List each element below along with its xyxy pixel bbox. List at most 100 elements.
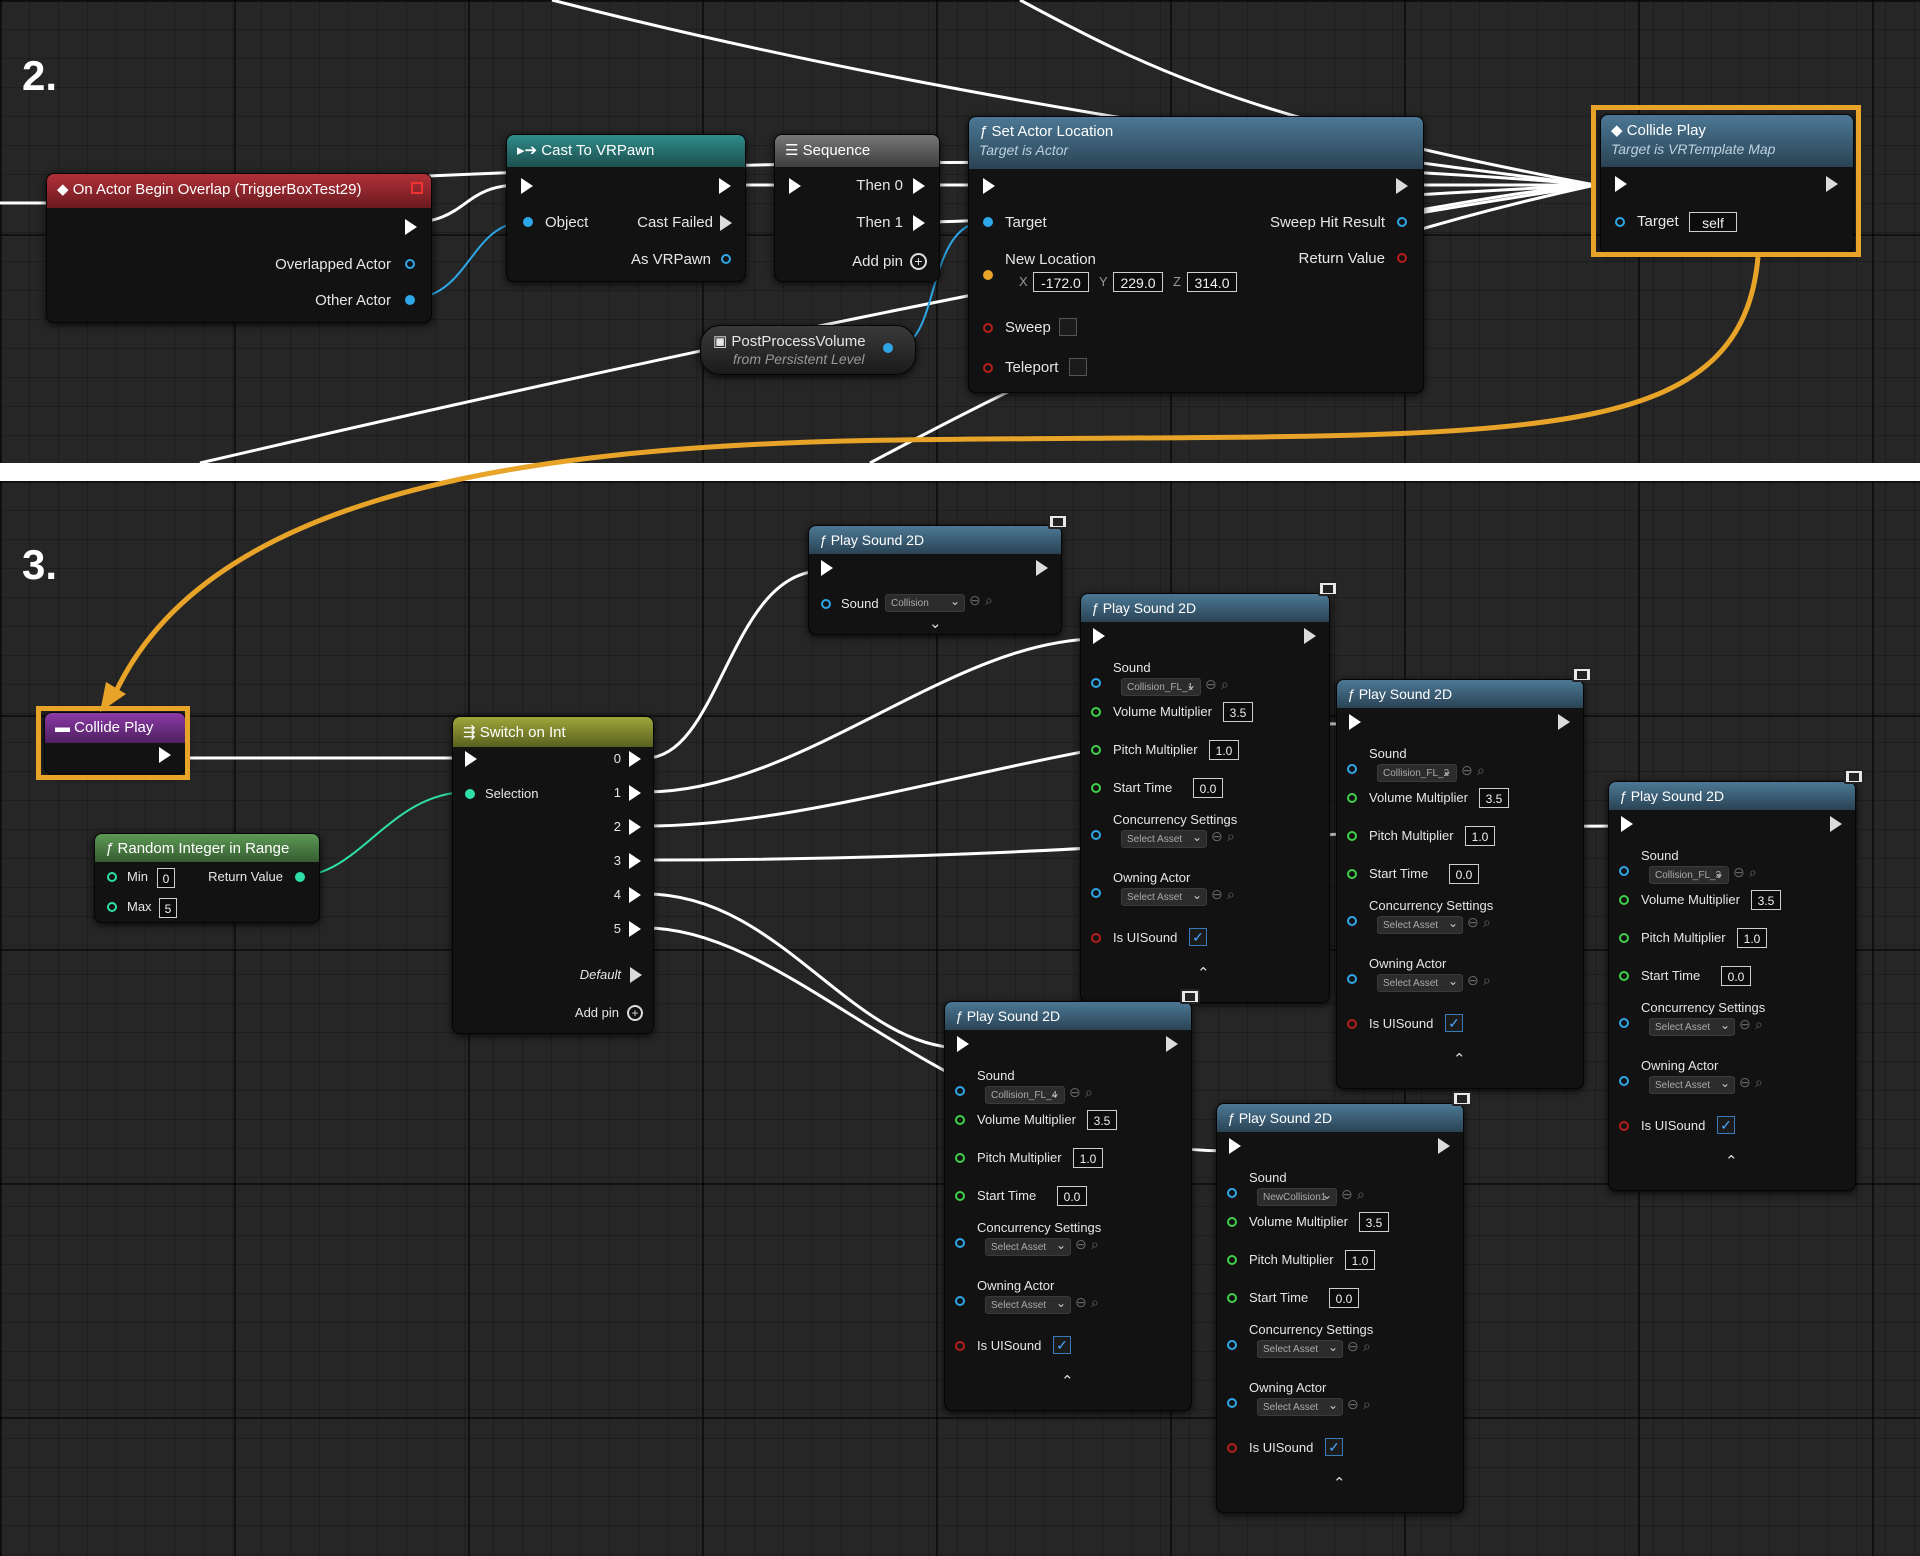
then-0-pin[interactable] xyxy=(913,178,925,194)
start-time-pin[interactable] xyxy=(1347,869,1357,879)
browse-icon[interactable]: ⌕ xyxy=(1755,1074,1763,1090)
use-selected-icon[interactable]: ⊖ xyxy=(1467,914,1479,930)
collide-play-call-node[interactable]: ◆ Collide Play Target is VRTemplate Map … xyxy=(1600,114,1854,254)
owning-actor-pin[interactable] xyxy=(1091,888,1101,898)
sound-pin[interactable] xyxy=(955,1086,965,1096)
exec-in-pin[interactable] xyxy=(1621,816,1633,832)
collapse-chevron-icon[interactable]: ⌃ xyxy=(1061,1373,1074,1390)
exec-in-pin[interactable] xyxy=(1615,176,1627,192)
use-selected-icon[interactable]: ⊖ xyxy=(969,592,981,608)
exec-out-pin[interactable] xyxy=(1438,1138,1451,1154)
use-selected-icon[interactable]: ⊖ xyxy=(1347,1396,1359,1412)
owning-actor-dropdown[interactable]: Select Asset xyxy=(1377,972,1463,992)
target-pin[interactable] xyxy=(1615,217,1625,227)
new-location-pin[interactable] xyxy=(983,270,993,280)
location-z-input[interactable]: 314.0 xyxy=(1187,272,1237,292)
exec-in-pin[interactable] xyxy=(983,178,995,194)
sound-asset-dropdown[interactable]: Collision_FL_4 xyxy=(985,1084,1065,1104)
start-time-input[interactable]: 0.0 xyxy=(1057,1186,1087,1206)
use-selected-icon[interactable]: ⊖ xyxy=(1739,1074,1751,1090)
browse-icon[interactable]: ⌕ xyxy=(1363,1396,1371,1412)
case-3-pin[interactable] xyxy=(629,853,641,869)
is-uisound-checkbox[interactable]: ✓ xyxy=(1717,1116,1735,1134)
concurrency-asset-dropdown[interactable]: Select Asset xyxy=(1649,1016,1735,1036)
is-uisound-checkbox[interactable]: ✓ xyxy=(1053,1336,1071,1354)
browse-icon[interactable]: ⌕ xyxy=(1227,886,1235,902)
switch-on-int-node[interactable]: ⇶ Switch on Int Selection 0 1 2 3 4 5 De… xyxy=(452,716,654,1034)
postprocess-volume-node[interactable]: ▣ PostProcessVolume from Persistent Leve… xyxy=(700,325,916,375)
cast-to-vrpawn-node[interactable]: ▸➔ Cast To VRPawn Object Cast Failed As … xyxy=(506,134,746,282)
teleport-pin[interactable] xyxy=(983,363,993,373)
browse-icon[interactable]: ⌕ xyxy=(1227,828,1235,844)
volume-pin[interactable] xyxy=(1619,895,1629,905)
max-input[interactable]: 5 xyxy=(159,898,177,918)
concurrency-pin[interactable] xyxy=(1227,1340,1237,1350)
sound-asset-dropdown[interactable]: Collision_FL_2 xyxy=(1377,762,1457,782)
owning-actor-pin[interactable] xyxy=(1227,1398,1237,1408)
sound-pin[interactable] xyxy=(1091,678,1101,688)
overlapped-actor-pin[interactable] xyxy=(405,259,415,269)
add-pin-icon[interactable]: + xyxy=(910,253,927,270)
set-actor-location-node[interactable]: ƒ Set Actor Location Target is Actor Tar… xyxy=(968,116,1424,393)
sound-asset-dropdown[interactable]: NewCollision1 xyxy=(1257,1186,1337,1206)
use-selected-icon[interactable]: ⊖ xyxy=(1205,676,1217,692)
sound-pin[interactable] xyxy=(1347,764,1357,774)
pitch-pin[interactable] xyxy=(1227,1255,1237,1265)
exec-out-pin[interactable] xyxy=(1166,1036,1179,1052)
play-sound-2d-node-0[interactable]: ƒ Play Sound 2D Sound Collision ⊖ ⌕ ⌄ xyxy=(808,525,1062,635)
start-time-pin[interactable] xyxy=(955,1191,965,1201)
expand-chevron-icon[interactable]: ⌄ xyxy=(929,615,942,632)
volume-input[interactable]: 3.5 xyxy=(1479,788,1509,808)
start-time-input[interactable]: 0.0 xyxy=(1193,778,1223,798)
concurrency-asset-dropdown[interactable]: Select Asset xyxy=(985,1236,1071,1256)
is-uisound-pin[interactable] xyxy=(955,1341,965,1351)
start-time-pin[interactable] xyxy=(1091,783,1101,793)
exec-in-pin[interactable] xyxy=(1229,1138,1241,1154)
pitch-input[interactable]: 1.0 xyxy=(1073,1148,1103,1168)
pitch-input[interactable]: 1.0 xyxy=(1737,928,1767,948)
use-selected-icon[interactable]: ⊖ xyxy=(1075,1236,1087,1252)
collide-play-event-node[interactable]: ▬ Collide Play xyxy=(44,712,186,774)
concurrency-pin[interactable] xyxy=(1619,1018,1629,1028)
play-sound-2d-node-5[interactable]: ƒ Play Sound 2DSoundNewCollision1⊖⌕Volum… xyxy=(1216,1103,1464,1513)
exec-in-pin[interactable] xyxy=(1349,714,1361,730)
exec-out-pin[interactable] xyxy=(159,747,171,763)
case-0-pin[interactable] xyxy=(629,751,641,767)
selection-pin[interactable] xyxy=(465,789,475,799)
case-1-pin[interactable] xyxy=(629,785,641,801)
play-sound-2d-node-1[interactable]: ƒ Play Sound 2DSoundCollision_FL_1⊖⌕Volu… xyxy=(1080,593,1330,1003)
use-selected-icon[interactable]: ⊖ xyxy=(1075,1294,1087,1310)
concurrency-pin[interactable] xyxy=(1091,830,1101,840)
exec-out-pin[interactable] xyxy=(1826,176,1839,192)
sound-asset-dropdown[interactable]: Collision_FL_1 xyxy=(1121,676,1201,696)
use-selected-icon[interactable]: ⊖ xyxy=(1341,1186,1353,1202)
is-uisound-pin[interactable] xyxy=(1619,1121,1629,1131)
delegate-icon[interactable] xyxy=(411,182,423,194)
browse-icon[interactable]: ⌕ xyxy=(1363,1338,1371,1354)
add-pin-icon[interactable]: + xyxy=(627,1005,643,1021)
collapse-chevron-icon[interactable]: ⌃ xyxy=(1197,965,1210,982)
use-selected-icon[interactable]: ⊖ xyxy=(1211,886,1223,902)
owning-actor-pin[interactable] xyxy=(1619,1076,1629,1086)
cast-failed-exec-pin[interactable] xyxy=(720,215,733,231)
browse-icon[interactable]: ⌕ xyxy=(1091,1236,1099,1252)
exec-in-pin[interactable] xyxy=(957,1036,969,1052)
exec-out-pin[interactable] xyxy=(1304,628,1317,644)
sound-asset-dropdown[interactable]: Collision_FL_3 xyxy=(1649,864,1729,884)
target-self-input[interactable]: self xyxy=(1689,212,1737,232)
browse-icon[interactable]: ⌕ xyxy=(1357,1186,1365,1202)
then-1-pin[interactable] xyxy=(913,215,925,231)
use-selected-icon[interactable]: ⊖ xyxy=(1467,972,1479,988)
start-time-pin[interactable] xyxy=(1227,1293,1237,1303)
case-2-pin[interactable] xyxy=(629,819,641,835)
default-pin[interactable] xyxy=(630,967,643,983)
pitch-pin[interactable] xyxy=(1091,745,1101,755)
teleport-checkbox[interactable] xyxy=(1069,358,1087,376)
exec-out-pin[interactable] xyxy=(1830,816,1843,832)
concurrency-pin[interactable] xyxy=(1347,916,1357,926)
ppv-output-pin[interactable] xyxy=(883,343,893,353)
play-sound-2d-node-2[interactable]: ƒ Play Sound 2DSoundCollision_FL_2⊖⌕Volu… xyxy=(1336,679,1584,1089)
volume-pin[interactable] xyxy=(1347,793,1357,803)
browse-icon[interactable]: ⌕ xyxy=(1477,762,1485,778)
collapse-chevron-icon[interactable]: ⌃ xyxy=(1725,1153,1738,1170)
